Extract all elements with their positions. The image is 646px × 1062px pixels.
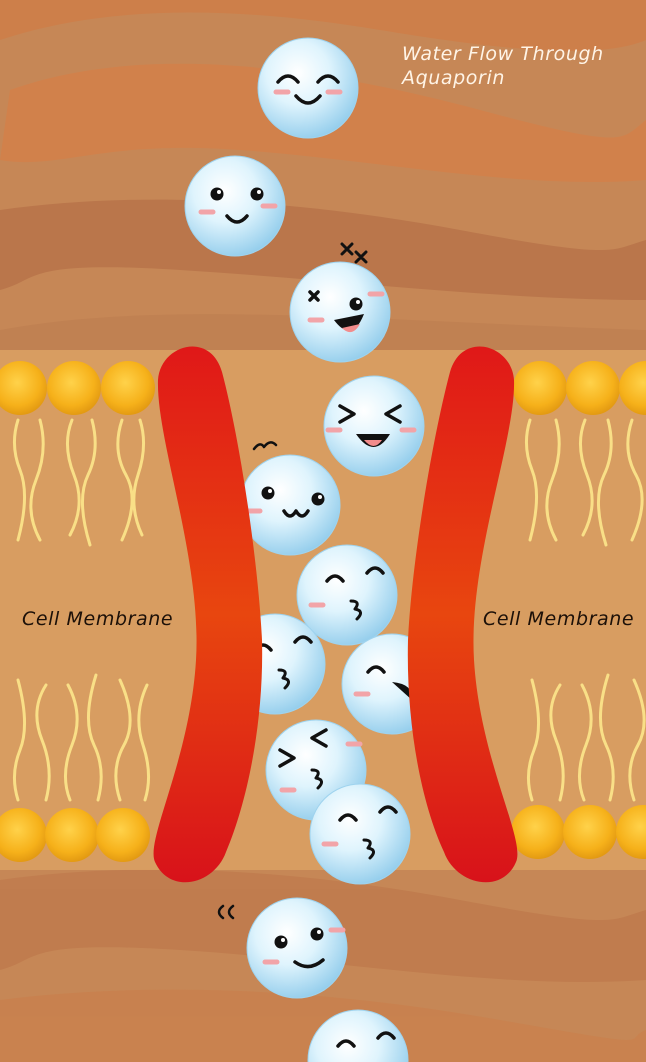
molecule-face-squished: [321, 805, 398, 860]
title-line-2: Aquaporin: [402, 67, 505, 89]
molecule-face-smile: [198, 187, 278, 224]
molecule-face-squished: [336, 1031, 396, 1048]
molecule-face-smile-closed-eyes: [273, 74, 343, 105]
molecule-face-smile-wobble: [217, 904, 346, 969]
aquaporin-left-wall: [153, 346, 263, 883]
molecule-face-squint-squished: [278, 728, 363, 793]
water-molecule: [307, 1009, 409, 1062]
water-molecule: [257, 37, 359, 139]
lipid-heads: [0, 361, 646, 862]
molecule-face-smile-shy: [245, 441, 325, 518]
water-molecule: [217, 897, 348, 999]
water-molecule: [323, 375, 425, 477]
water-molecule: [309, 783, 411, 885]
water-molecule: [184, 155, 286, 257]
molecule-face-squished: [308, 566, 385, 621]
membrane-label-left: Cell Membrane: [22, 608, 174, 630]
aquaporin-right-wall: [407, 346, 518, 883]
water-molecule: [289, 242, 391, 363]
diagram-title: Water Flow Through Aquaporin: [402, 42, 604, 90]
molecule-face-squished-laugh: [353, 665, 413, 700]
water-molecule: [296, 544, 398, 646]
molecule-face-squint-laugh: [325, 404, 417, 447]
membrane-label-right: Cell Membrane: [483, 608, 635, 630]
lipid-tails: [13, 418, 646, 802]
water-molecule: [239, 441, 341, 556]
title-line-1: Water Flow Through: [402, 43, 604, 65]
molecule-face-dizzy-open-mouth: [307, 242, 385, 333]
